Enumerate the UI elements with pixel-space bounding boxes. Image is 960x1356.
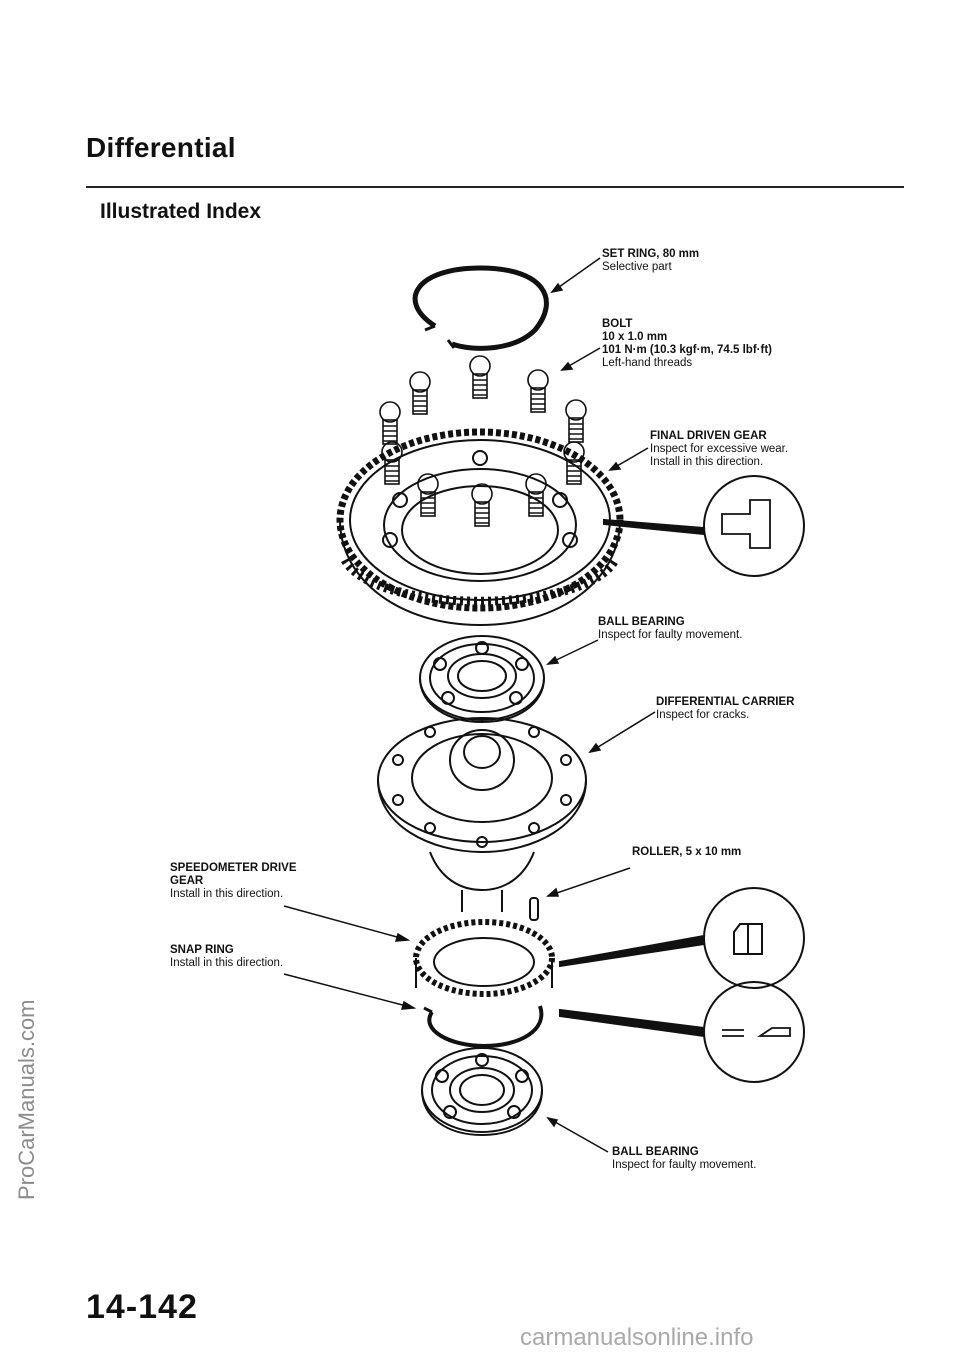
upper-ball-bearing-part [419,635,545,724]
final-gear-detail-wear: Inspect for excessive wear. [650,443,789,455]
page-number: 14-142 [86,1288,198,1326]
snap-ring-direction-detail [559,981,805,1083]
callout-differential-carrier: DIFFERENTIAL CARRIER Inspect for cracks. [656,696,794,722]
set-ring-detail: Selective part [602,261,672,273]
set-ring-name: SET RING, 80 mm [602,248,700,260]
bolt-spec-torque: 101 N·m (10.3 kgf·m, 74.5 lbf·ft) [602,344,772,356]
upper-bearing-name: BALL BEARING [598,616,685,628]
lower-ball-bearing-part [421,1047,543,1137]
callout-set-ring: SET RING, 80 mm Selective part [602,248,699,274]
carrier-detail: Inspect for cracks. [656,709,750,721]
bolt-detail: Left-hand threads [602,357,693,369]
callout-snap-ring: SNAP RING Install in this direction. [170,944,283,970]
page-subtitle: Illustrated Index [100,200,262,223]
callout-speedometer-drive-gear: SPEEDOMETER DRIVE GEAR Install in this d… [170,862,297,901]
speedo-gear-direction-detail [559,887,805,989]
carrier-name: DIFFERENTIAL CARRIER [656,696,795,708]
final-driven-gear-part [336,428,624,627]
speedometer-drive-gear-part [413,919,555,997]
snap-ring-name: SNAP RING [170,944,234,956]
snap-ring-part [423,1005,544,1049]
callout-ball-bearing-lower: BALL BEARING Inspect for faulty movement… [612,1146,756,1172]
title-rule [86,186,904,188]
set-ring-part [412,265,549,351]
speedo-gear-detail: Install in this direction. [170,888,284,900]
bolt-spec-size: 10 x 1.0 mm [602,331,668,343]
lower-bearing-detail: Inspect for faulty movement. [612,1159,757,1171]
callout-roller: ROLLER, 5 x 10 mm [632,846,741,859]
final-gear-name: FINAL DRIVEN GEAR [650,430,767,442]
speedo-gear-name-line1: SPEEDOMETER DRIVE [170,862,297,874]
callout-final-driven-gear: FINAL DRIVEN GEAR Inspect for excessive … [650,430,788,469]
footer-watermark: carmanualsonline.info [520,1324,754,1351]
snap-ring-detail: Install in this direction. [170,957,284,969]
upper-bearing-detail: Inspect for faulty movement. [598,629,743,641]
side-watermark: ProCarManuals.com [14,999,39,1200]
leader-lines [283,257,656,1153]
lower-bearing-name: BALL BEARING [612,1146,699,1158]
callout-bolt: BOLT 10 x 1.0 mm 101 N·m (10.3 kgf·m, 74… [602,318,772,370]
final-gear-detail-direction: Install in this direction. [650,456,764,468]
callout-ball-bearing-upper: BALL BEARING Inspect for faulty movement… [598,616,742,642]
speedo-gear-name-line2: GEAR [170,875,204,887]
roller-name: ROLLER, 5 x 10 mm [632,846,742,858]
page-title: Differential [86,132,236,163]
final-gear-direction-detail [603,475,805,577]
bolts-part [379,355,587,527]
differential-carrier-part [377,717,587,921]
bolt-name: BOLT [602,318,633,330]
